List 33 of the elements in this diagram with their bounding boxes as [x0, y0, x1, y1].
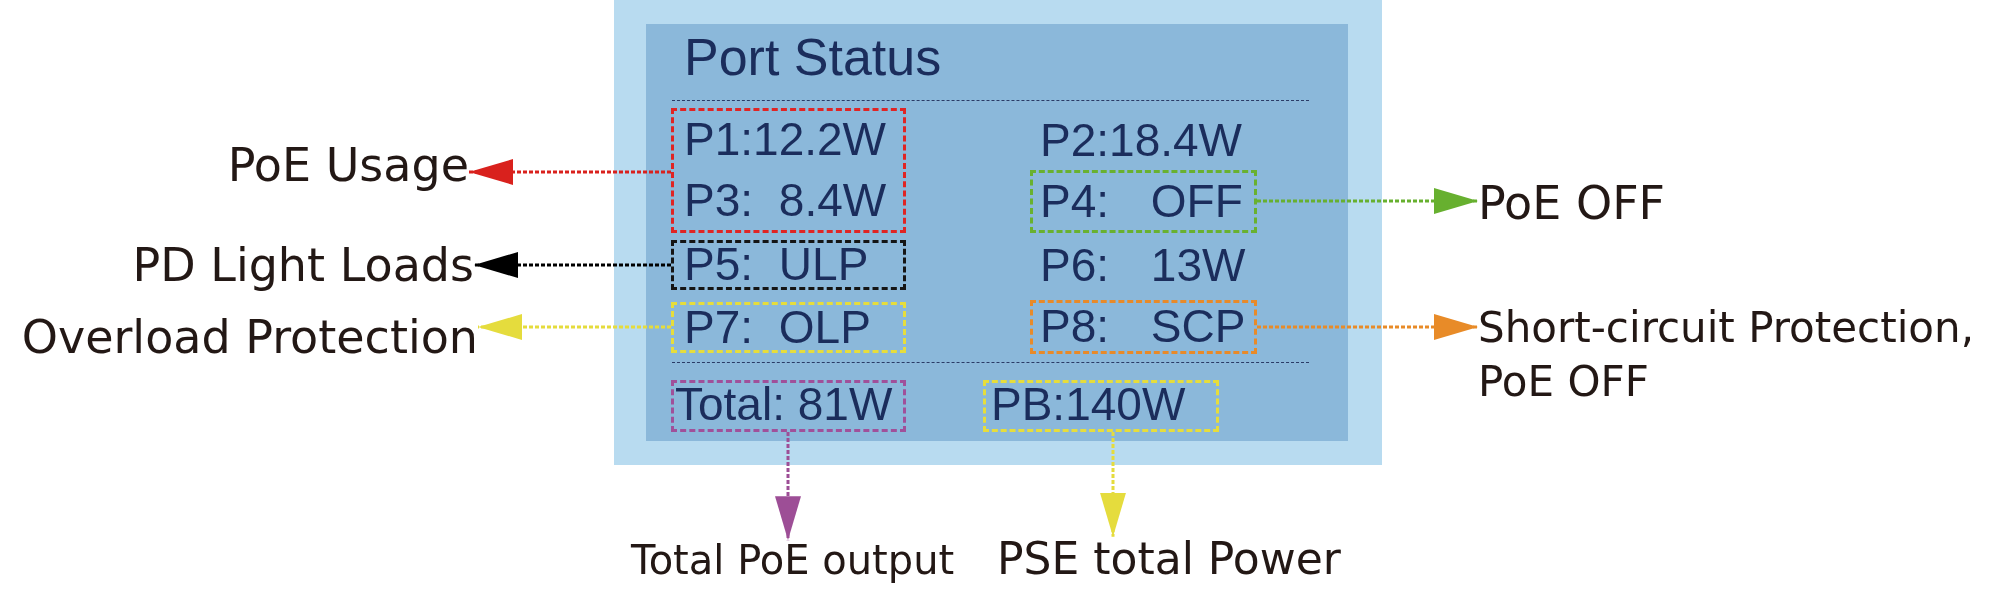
highlight-box — [671, 108, 906, 233]
arrow — [478, 314, 671, 340]
highlight-box — [671, 240, 906, 290]
port-status-text: P5: ULP — [684, 244, 869, 286]
callout-label: Overload Protection — [21, 314, 478, 361]
port-status-text: P2:18.4W — [1040, 120, 1242, 162]
arrow — [474, 252, 671, 278]
highlight-box — [1030, 300, 1257, 354]
screen-title: Port Status — [684, 33, 942, 81]
highlight-box — [1030, 170, 1257, 233]
display-screen — [646, 24, 1348, 441]
port-status-text: P1:12.2W — [684, 119, 886, 161]
arrow — [1100, 432, 1126, 537]
highlight-box — [671, 380, 906, 432]
callout-label: Total PoE output — [631, 540, 955, 581]
callout-label: PSE total Power — [997, 536, 1341, 581]
callout-label: Short-circuit Protection, PoE OFF — [1478, 301, 2000, 410]
arrow — [469, 159, 671, 185]
port-status-text: P4: OFF — [1040, 181, 1243, 223]
port-status-text: P3: 8.4W — [684, 180, 887, 222]
port-status-text: P7: OLP — [684, 307, 871, 349]
arrow — [1257, 188, 1478, 214]
callout-label: PD Light Loads — [132, 242, 474, 289]
highlight-box — [671, 302, 906, 353]
port-status-text: PB:140W — [991, 384, 1186, 426]
port-status-text: P8: SCP — [1040, 306, 1246, 348]
arrow — [1257, 314, 1478, 340]
port-status-text: P6: 13W — [1040, 245, 1246, 287]
callout-label: PoE OFF — [1478, 180, 1666, 227]
callout-label: PoE Usage — [227, 142, 469, 189]
highlight-box — [983, 380, 1219, 432]
arrow — [775, 432, 801, 541]
port-status-text: Total: 81W — [675, 384, 893, 426]
